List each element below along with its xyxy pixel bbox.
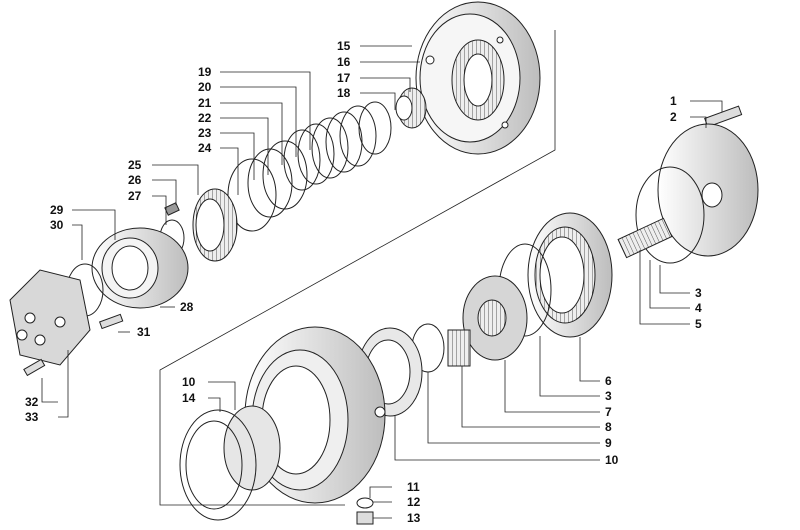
callout-3-lower: 3 (605, 389, 612, 403)
washer-12 (356, 497, 374, 509)
piston-housing (91, 227, 189, 309)
callout-16: 16 (337, 55, 351, 69)
callout-33: 33 (25, 410, 39, 424)
callout-3: 3 (695, 286, 702, 300)
assembly-guide-lines (159, 30, 556, 506)
callout-26: 26 (128, 173, 142, 187)
callout-11: 11 (407, 480, 420, 494)
o-ring-3 (635, 166, 705, 264)
planet-carrier-7 (462, 275, 528, 361)
callout-5: 5 (695, 317, 702, 331)
sun-gear-8 (447, 329, 471, 367)
leader-lines (41, 45, 723, 519)
callout-18: 18 (337, 86, 351, 100)
callout-14: 14 (182, 391, 196, 405)
callout-31: 31 (137, 325, 151, 339)
callout-28: 28 (180, 300, 194, 314)
callout-labels: 15 16 17 18 19 20 21 22 23 24 25 26 27 2… (25, 39, 702, 525)
callout-30: 30 (50, 218, 64, 232)
top-flange (415, 1, 541, 155)
callout-32: 32 (25, 395, 39, 409)
callout-8: 8 (605, 420, 612, 434)
callout-7: 7 (605, 405, 612, 419)
callout-6: 6 (605, 374, 612, 388)
callout-9: 9 (605, 436, 612, 450)
ring-gear-6 (527, 212, 613, 338)
callout-29: 29 (50, 203, 64, 217)
callout-10-right: 10 (605, 453, 619, 467)
callout-24: 24 (198, 141, 212, 155)
callout-10-left: 10 (182, 375, 196, 389)
bolt-31 (98, 313, 124, 330)
callout-22: 22 (198, 111, 212, 125)
plug-13 (356, 511, 374, 525)
callout-27: 27 (128, 189, 142, 203)
motor-block (9, 269, 91, 366)
callout-12: 12 (407, 495, 421, 509)
callout-4: 4 (695, 301, 702, 315)
bolt-32 (23, 358, 46, 377)
hub-housing (244, 326, 386, 504)
callout-21: 21 (198, 96, 212, 110)
callout-17: 17 (337, 71, 351, 85)
callout-20: 20 (198, 80, 212, 94)
clutch-disc-stack (227, 101, 392, 232)
callout-13: 13 (407, 511, 421, 525)
spring-26 (164, 202, 180, 216)
callout-23: 23 (198, 126, 212, 140)
callout-2: 2 (670, 110, 677, 124)
cover-plate-2 (657, 123, 759, 257)
bearing-10b (223, 405, 281, 491)
callout-1: 1 (670, 94, 677, 108)
seal-14 (179, 409, 257, 521)
gear-ring-25 (192, 188, 238, 262)
callout-19: 19 (198, 65, 212, 79)
callout-25: 25 (128, 158, 142, 172)
callout-15: 15 (337, 39, 351, 53)
shaft-5 (617, 217, 673, 259)
splined-sleeve (395, 87, 427, 129)
